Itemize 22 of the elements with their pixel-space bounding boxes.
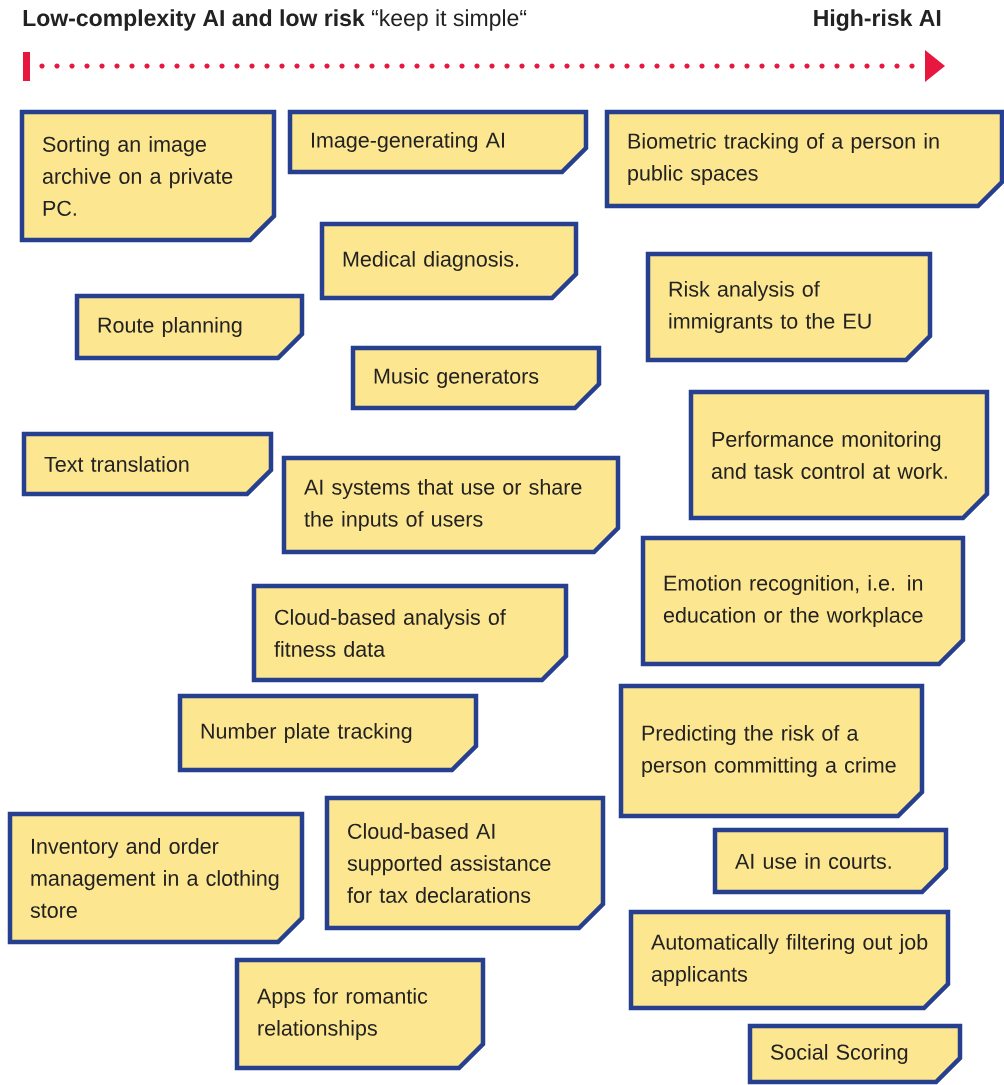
category-box: Cloud-based analysis of fitness data xyxy=(251,583,569,683)
category-box: Social Scoring xyxy=(747,1023,963,1085)
category-box: Image-generating AI xyxy=(287,109,589,175)
category-box: Route planning xyxy=(74,293,305,361)
scale-heading: Low-complexity AI and low risk “keep it simple“ xyxy=(23,9,527,31)
category-box: Number plate tracking xyxy=(177,693,479,773)
category-box: Emotion recognition, i.e. in education or the workplace xyxy=(640,535,966,667)
category-box: Music generators xyxy=(350,345,602,411)
category-box: Sorting an image archive on a private PC. xyxy=(19,109,277,243)
category-box: Performance monitoring and task control at work. xyxy=(688,389,990,521)
category-box: AI systems that use or share the inputs of users xyxy=(281,455,621,555)
category-box: Medical diagnosis. xyxy=(319,221,579,301)
category-box: Apps for romantic relationships xyxy=(234,957,486,1071)
category-box: Cloud-based AI supported assistance for tax declarations xyxy=(324,795,606,931)
category-box: AI use in courts. xyxy=(712,827,949,895)
category-box: Risk analysis of immigrants to the EU xyxy=(645,251,933,363)
category-box: Text translation xyxy=(21,431,274,497)
category-box: Predicting the risk of a person committing a crime xyxy=(618,683,925,819)
category-box: Automatically filtering out job applicants xyxy=(628,909,951,1011)
category-box: Biometric tracking of a person in public spaces xyxy=(604,109,1004,209)
category-box: Inventory and order management in a clothing store xyxy=(7,811,305,945)
scale-heading: High-risk AI xyxy=(814,9,941,31)
